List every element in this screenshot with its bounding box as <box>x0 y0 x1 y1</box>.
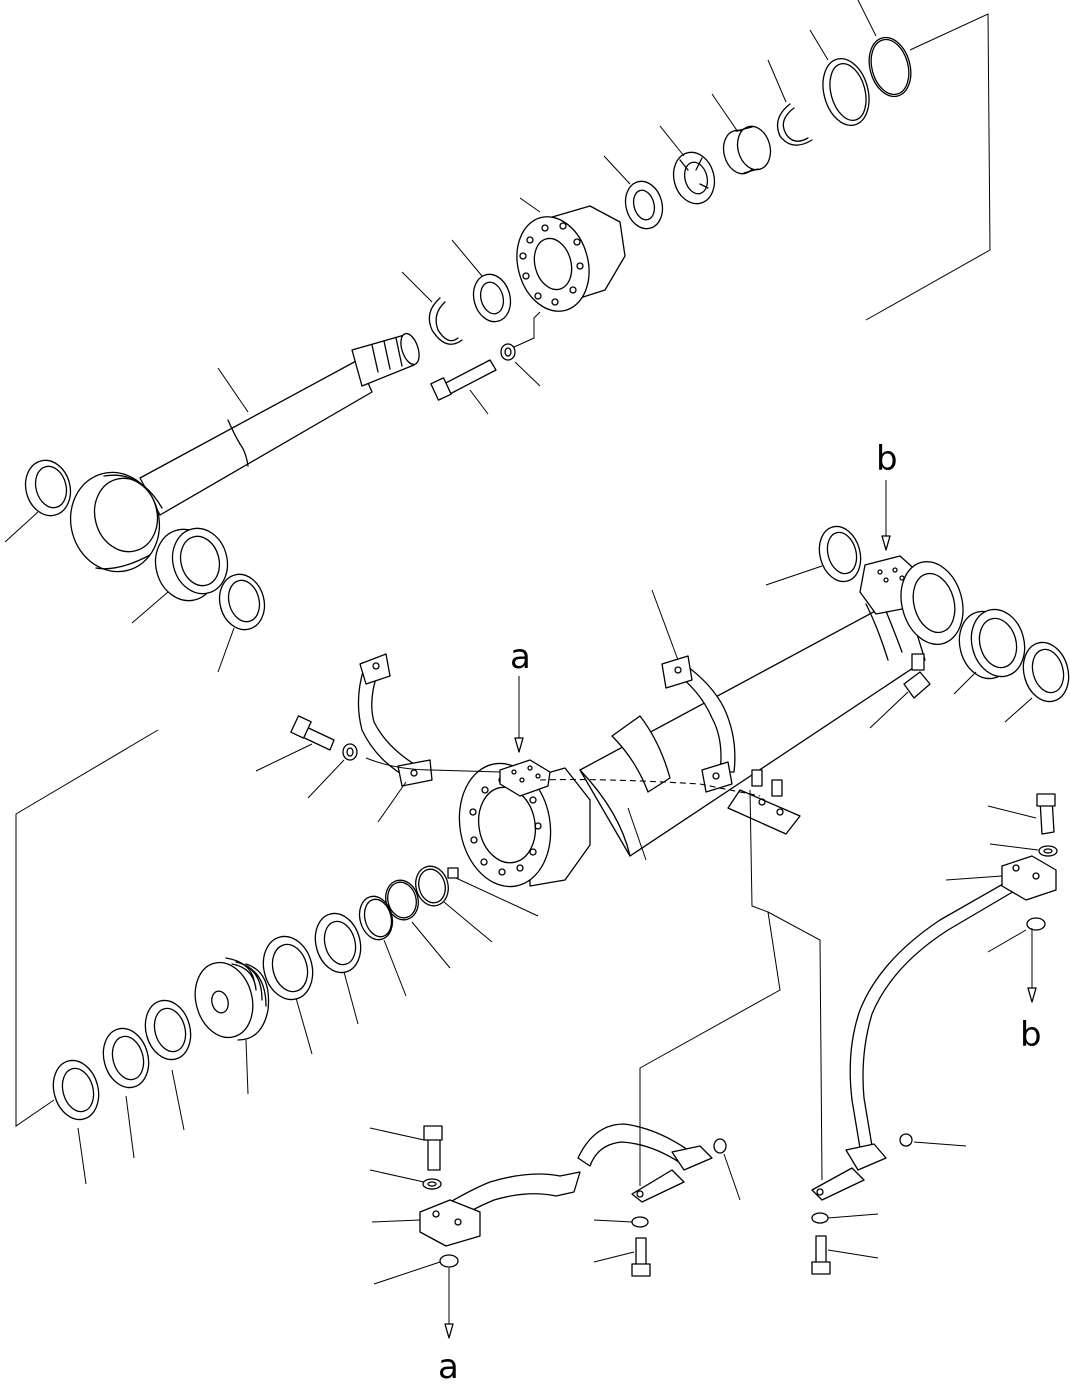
hidden-pipe-path <box>540 780 760 797</box>
ref-label-b-bottom: b <box>1020 1015 1042 1055</box>
u-packing <box>660 126 720 208</box>
pipe-a-fittings <box>370 1126 740 1338</box>
buffer-ring <box>604 156 668 233</box>
pipe-a <box>420 1124 712 1246</box>
bottom-seal-top <box>766 522 867 586</box>
piston-ring-1 <box>139 995 197 1130</box>
cushion-ring <box>309 908 367 1024</box>
rod-bushing <box>132 522 235 623</box>
ref-label-a-bottom: a <box>438 1347 459 1386</box>
wear-ring <box>257 931 320 1054</box>
o-ring-top <box>858 0 917 101</box>
port-block-b <box>860 555 972 652</box>
cylinder-head <box>507 198 625 348</box>
pipe-b-fittings <box>900 794 1057 1146</box>
ref-arrow-a-top <box>515 676 523 752</box>
cylinder-bottom <box>450 756 590 894</box>
piston-ring-3 <box>47 1055 105 1184</box>
clamp-right <box>652 590 800 834</box>
o-ring-piston-1 <box>411 863 492 942</box>
pipe-b <box>812 856 1056 1200</box>
bushing <box>712 94 775 177</box>
ref-arrow-b-top <box>882 480 890 550</box>
piston <box>187 956 268 1094</box>
bottom-bushing <box>952 603 1032 694</box>
rod-end-seal-left <box>5 455 76 542</box>
grease-fitting <box>870 654 930 728</box>
pipe-group-bracket-line-a <box>640 790 780 1186</box>
piston-nut-screw <box>448 868 538 916</box>
rod-end-seal-right <box>214 569 271 672</box>
bottom-seal-right <box>1005 637 1070 722</box>
piston-ring-2 <box>97 1023 155 1158</box>
piston-rod <box>60 331 423 581</box>
clamp-left <box>358 654 432 822</box>
ref-label-a-top: a <box>510 637 531 677</box>
backup-ring-piston <box>355 893 406 996</box>
snap-ring-mid <box>768 60 812 145</box>
ref-label-b-top: b <box>876 439 898 479</box>
head-bolt-and-washer <box>431 344 540 414</box>
clamp-bolts-lower <box>594 1213 878 1276</box>
clamp-bolt-and-washer <box>256 716 357 798</box>
piston-group-bracket-line <box>16 730 158 1126</box>
head-group-bracket-line <box>866 14 990 320</box>
pipe-group-bracket-line-b <box>768 912 822 1180</box>
clamp-connector-line <box>366 758 500 772</box>
rod-packing <box>452 240 516 326</box>
snap-ring-small <box>402 272 462 344</box>
backup-ring <box>810 30 876 131</box>
cylinder-tube <box>580 595 925 860</box>
